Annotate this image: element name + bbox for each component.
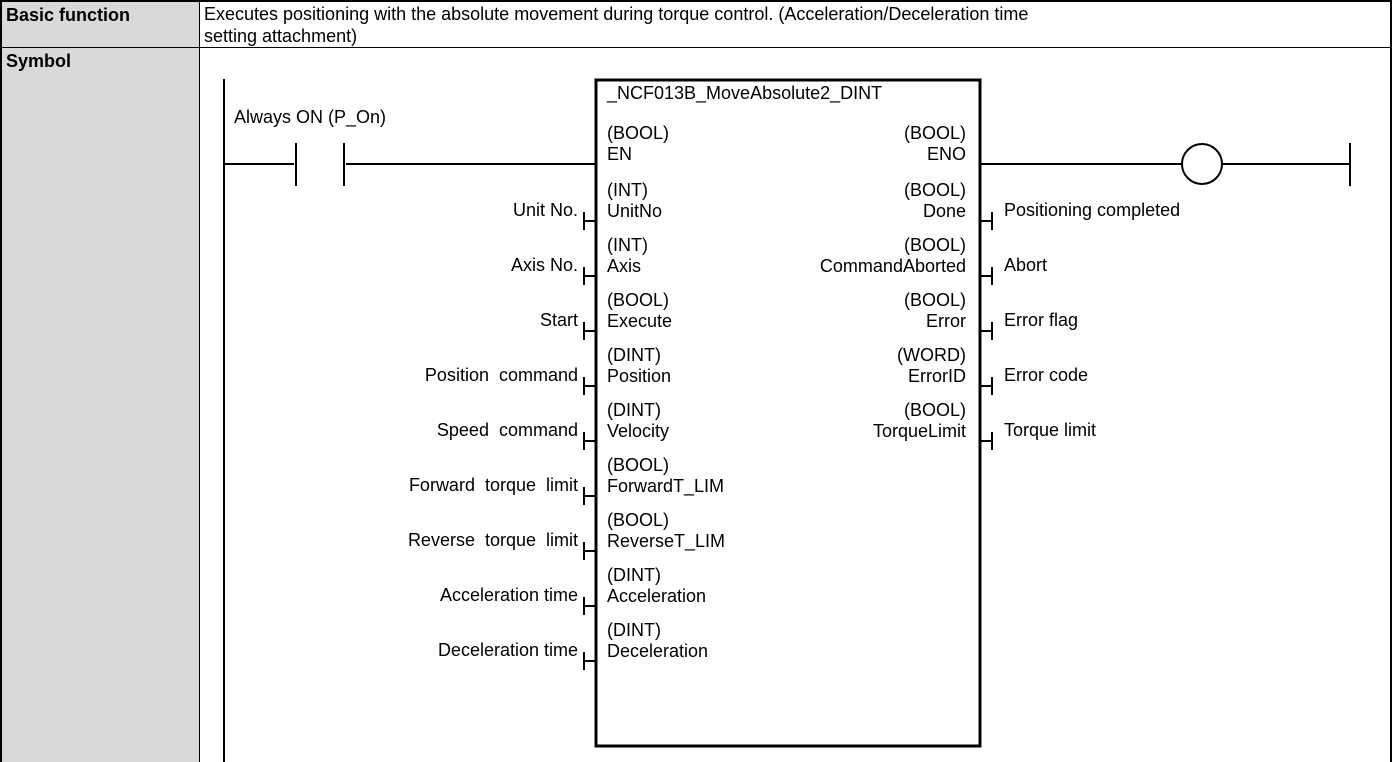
pin-unitno: (INT)UnitNo	[607, 180, 663, 221]
input-label-acceleration-time: Acceleration time	[439, 585, 578, 605]
table-border-right	[1390, 0, 1392, 762]
table-border-top	[0, 0, 1392, 2]
table-border-mid-h	[0, 47, 1392, 48]
pin-en: (BOOL)EN	[607, 123, 670, 164]
pin-forwardt-lim: (BOOL)ForwardT_LIM	[607, 455, 725, 496]
pin-position: (DINT)Position	[607, 345, 672, 386]
output-ticks	[980, 212, 993, 450]
input-label-deceleration-time: Deceleration time	[437, 640, 578, 660]
pin-commandaborted: (BOOL)CommandAborted	[819, 235, 966, 276]
input-label-speed-command: Speed command	[436, 420, 578, 440]
pin-deceleration: (DINT)Deceleration	[607, 620, 709, 661]
pin-errorid: (WORD)ErrorID	[897, 345, 966, 386]
output-label-abort: Abort	[1004, 255, 1048, 275]
pin-reverset-lim: (BOOL)ReverseT_LIM	[607, 510, 726, 551]
pin-axis: (INT)Axis	[607, 235, 648, 276]
output-label-torque-limit: Torque limit	[1004, 420, 1097, 440]
symbol-header: Symbol	[2, 48, 199, 762]
input-label-axis-no: Axis No.	[510, 255, 578, 275]
description-line-2: setting attachment)	[204, 26, 358, 46]
input-ticks	[583, 212, 596, 670]
input-label-unit-no: Unit No.	[512, 200, 578, 220]
output-label-error-code: Error code	[1004, 365, 1089, 385]
contact-label: Always ON (P_On)	[234, 107, 387, 127]
symbol-header-text: Symbol	[6, 51, 72, 71]
basic-function-header-text: Basic function	[6, 5, 131, 25]
pin-done: (BOOL)Done	[903, 180, 966, 221]
table-border-left	[0, 0, 2, 762]
pin-acceleration: (DINT)Acceleration	[607, 565, 707, 606]
pin-execute: (BOOL)Execute	[607, 290, 673, 331]
function-block-box	[594, 78, 982, 748]
basic-function-header: Basic function	[2, 2, 199, 47]
description-line-1: Executes positioning with the absolute m…	[204, 4, 1029, 24]
input-label-start: Start	[539, 310, 578, 330]
pin-eno: (BOOL)ENO	[903, 123, 966, 164]
output-label-error-flag: Error flag	[1004, 310, 1079, 330]
pin-torquelimit: (BOOL)TorqueLimit	[872, 400, 966, 441]
input-label-reverse-torque-limit: Reverse torque limit	[407, 530, 578, 550]
output-label-positioning-completed: Positioning completed	[1004, 200, 1181, 220]
pin-error: (BOOL)Error	[903, 290, 966, 331]
output-coil	[1181, 143, 1223, 185]
input-label-position-command: Position command	[424, 365, 578, 385]
basic-function-description: Executes positioning with the absolute m…	[200, 2, 1390, 47]
table-border-col	[199, 0, 200, 762]
input-label-forward-torque-limit: Forward torque limit	[408, 475, 578, 495]
function-block-name: _NCF013B_MoveAbsolute2_DINT	[607, 83, 883, 103]
pin-velocity: (DINT)Velocity	[607, 400, 670, 441]
